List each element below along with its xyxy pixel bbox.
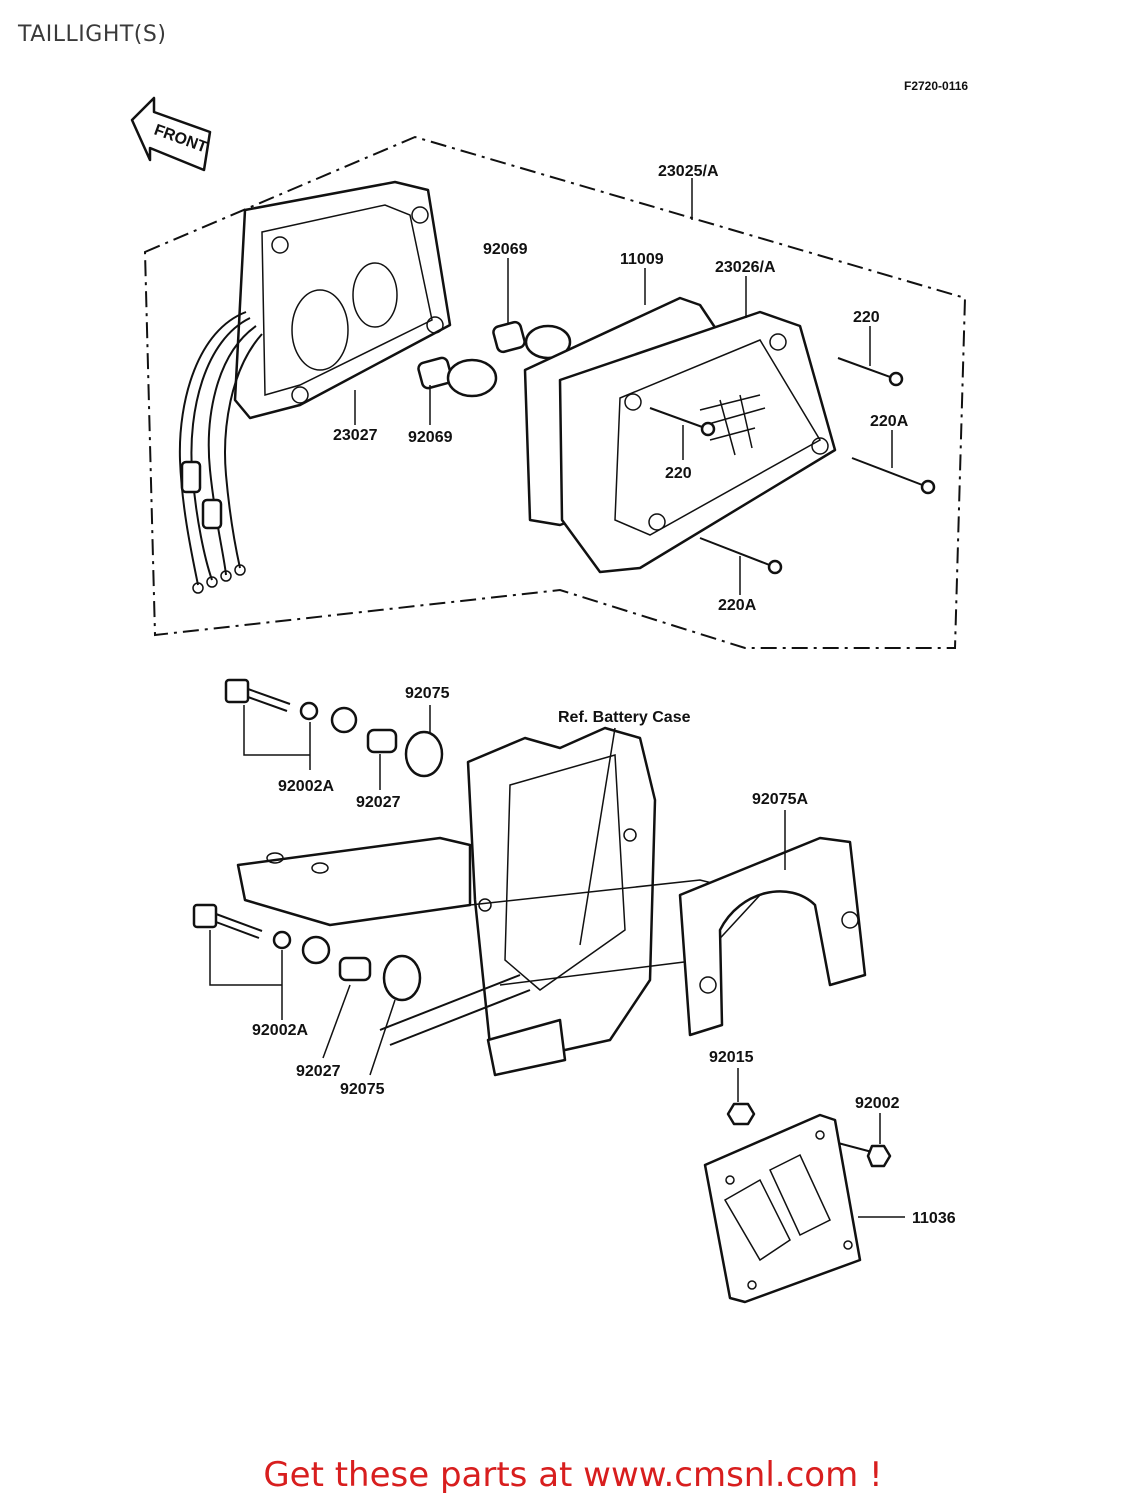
bolt-92002a-top xyxy=(224,678,291,712)
washer-large-bottom xyxy=(301,935,331,965)
footer-cta: Get these parts at www.cmsnl.com ! xyxy=(263,1455,883,1495)
leader-lines-upper-left xyxy=(243,705,431,790)
screw-220-top xyxy=(837,357,904,387)
washer-92002a-bottom xyxy=(272,930,292,950)
screw-220-mid xyxy=(649,407,716,437)
callout-11009: 11009 xyxy=(620,251,664,268)
figure-code: F2720-0116 xyxy=(904,79,968,93)
guard-92075a xyxy=(678,836,867,1037)
leader-lines-top xyxy=(354,178,893,595)
front-arrow-icon: FRONT xyxy=(130,96,212,172)
callout-220-mid: 220 xyxy=(665,465,692,482)
callout-23027: 23027 xyxy=(333,427,378,444)
callout-92069-bottom: 92069 xyxy=(408,429,453,446)
guard-hole-lower xyxy=(699,976,717,994)
page-title: TAILLIGHT(S) xyxy=(18,22,167,47)
callout-220-top: 220 xyxy=(853,309,880,326)
collar-92027-bottom xyxy=(338,956,372,982)
callout-92075-bottom: 92075 xyxy=(340,1081,385,1098)
screw-220a-right xyxy=(851,457,936,495)
screw-220a-bottom xyxy=(699,537,783,575)
bolt-92002a-bottom xyxy=(192,903,263,939)
frame-battery-case xyxy=(236,726,762,1077)
taillight-lens xyxy=(558,310,837,574)
bolt-92002 xyxy=(837,1113,892,1168)
callout-92002a-bottom: 92002A xyxy=(252,1022,308,1039)
collar-92027-top xyxy=(366,728,398,754)
callout-ref-battery-case: Ref. Battery Case xyxy=(558,709,691,726)
callout-220a-right: 220A xyxy=(870,413,909,430)
callout-92027-bottom: 92027 xyxy=(296,1063,341,1080)
callout-220a-bottom: 220A xyxy=(718,597,757,614)
washer-92002a-top xyxy=(299,701,319,721)
bulb-92069-top xyxy=(492,320,572,360)
washer-large-top xyxy=(330,706,358,734)
grommet-92075-bottom xyxy=(382,954,422,1002)
guard-hole xyxy=(841,911,859,929)
callout-92027-top: 92027 xyxy=(356,794,401,811)
callout-92075a: 92075A xyxy=(752,791,808,808)
callout-92069-top: 92069 xyxy=(483,241,528,258)
callout-92075-top: 92075 xyxy=(405,685,450,702)
bulb-92069-bottom xyxy=(417,356,498,398)
taillight-assembly-outline xyxy=(143,135,967,649)
callout-92002: 92002 xyxy=(855,1095,900,1112)
nut-92015 xyxy=(726,1068,756,1126)
taillight-base-part xyxy=(233,180,452,420)
callout-labels: 23025/A 92069 11009 23026/A 220 220A 220… xyxy=(252,163,956,1227)
callout-92015: 92015 xyxy=(709,1049,754,1066)
callout-11036: 11036 xyxy=(912,1210,956,1227)
wire-harness xyxy=(178,311,263,594)
leader-lines-lower-left xyxy=(209,930,396,1076)
grommet-92075-top xyxy=(404,730,444,778)
callout-23026a: 23026/A xyxy=(715,259,776,276)
callout-92002a-top: 92002A xyxy=(278,778,334,795)
callout-23025a: 23025/A xyxy=(658,163,719,180)
leader-lines-mid xyxy=(579,727,786,946)
license-plate-bracket-11036 xyxy=(703,1113,905,1304)
